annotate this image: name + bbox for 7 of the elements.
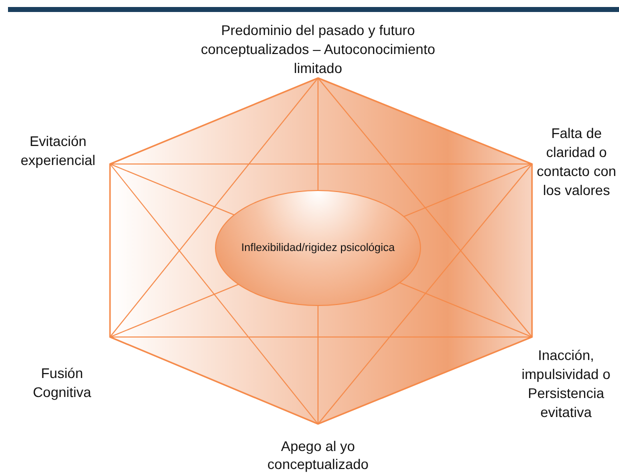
process-label: Inacción, impulsividad o Persistencia evitativa xyxy=(513,346,619,422)
process-label: Apego al yo conceptualizado xyxy=(238,437,398,473)
process-label: Fusión Cognitiva xyxy=(10,364,114,402)
process-label: Predominio del pasado y futuro conceptualizados – Autoconocimiento limitado xyxy=(178,21,458,78)
process-label: Falta de claridad o contacto con los valores xyxy=(534,124,619,200)
center-label: Inflexibilidad/rigidez psicológica xyxy=(241,240,395,256)
process-label: Evitación experiencial xyxy=(6,132,110,170)
